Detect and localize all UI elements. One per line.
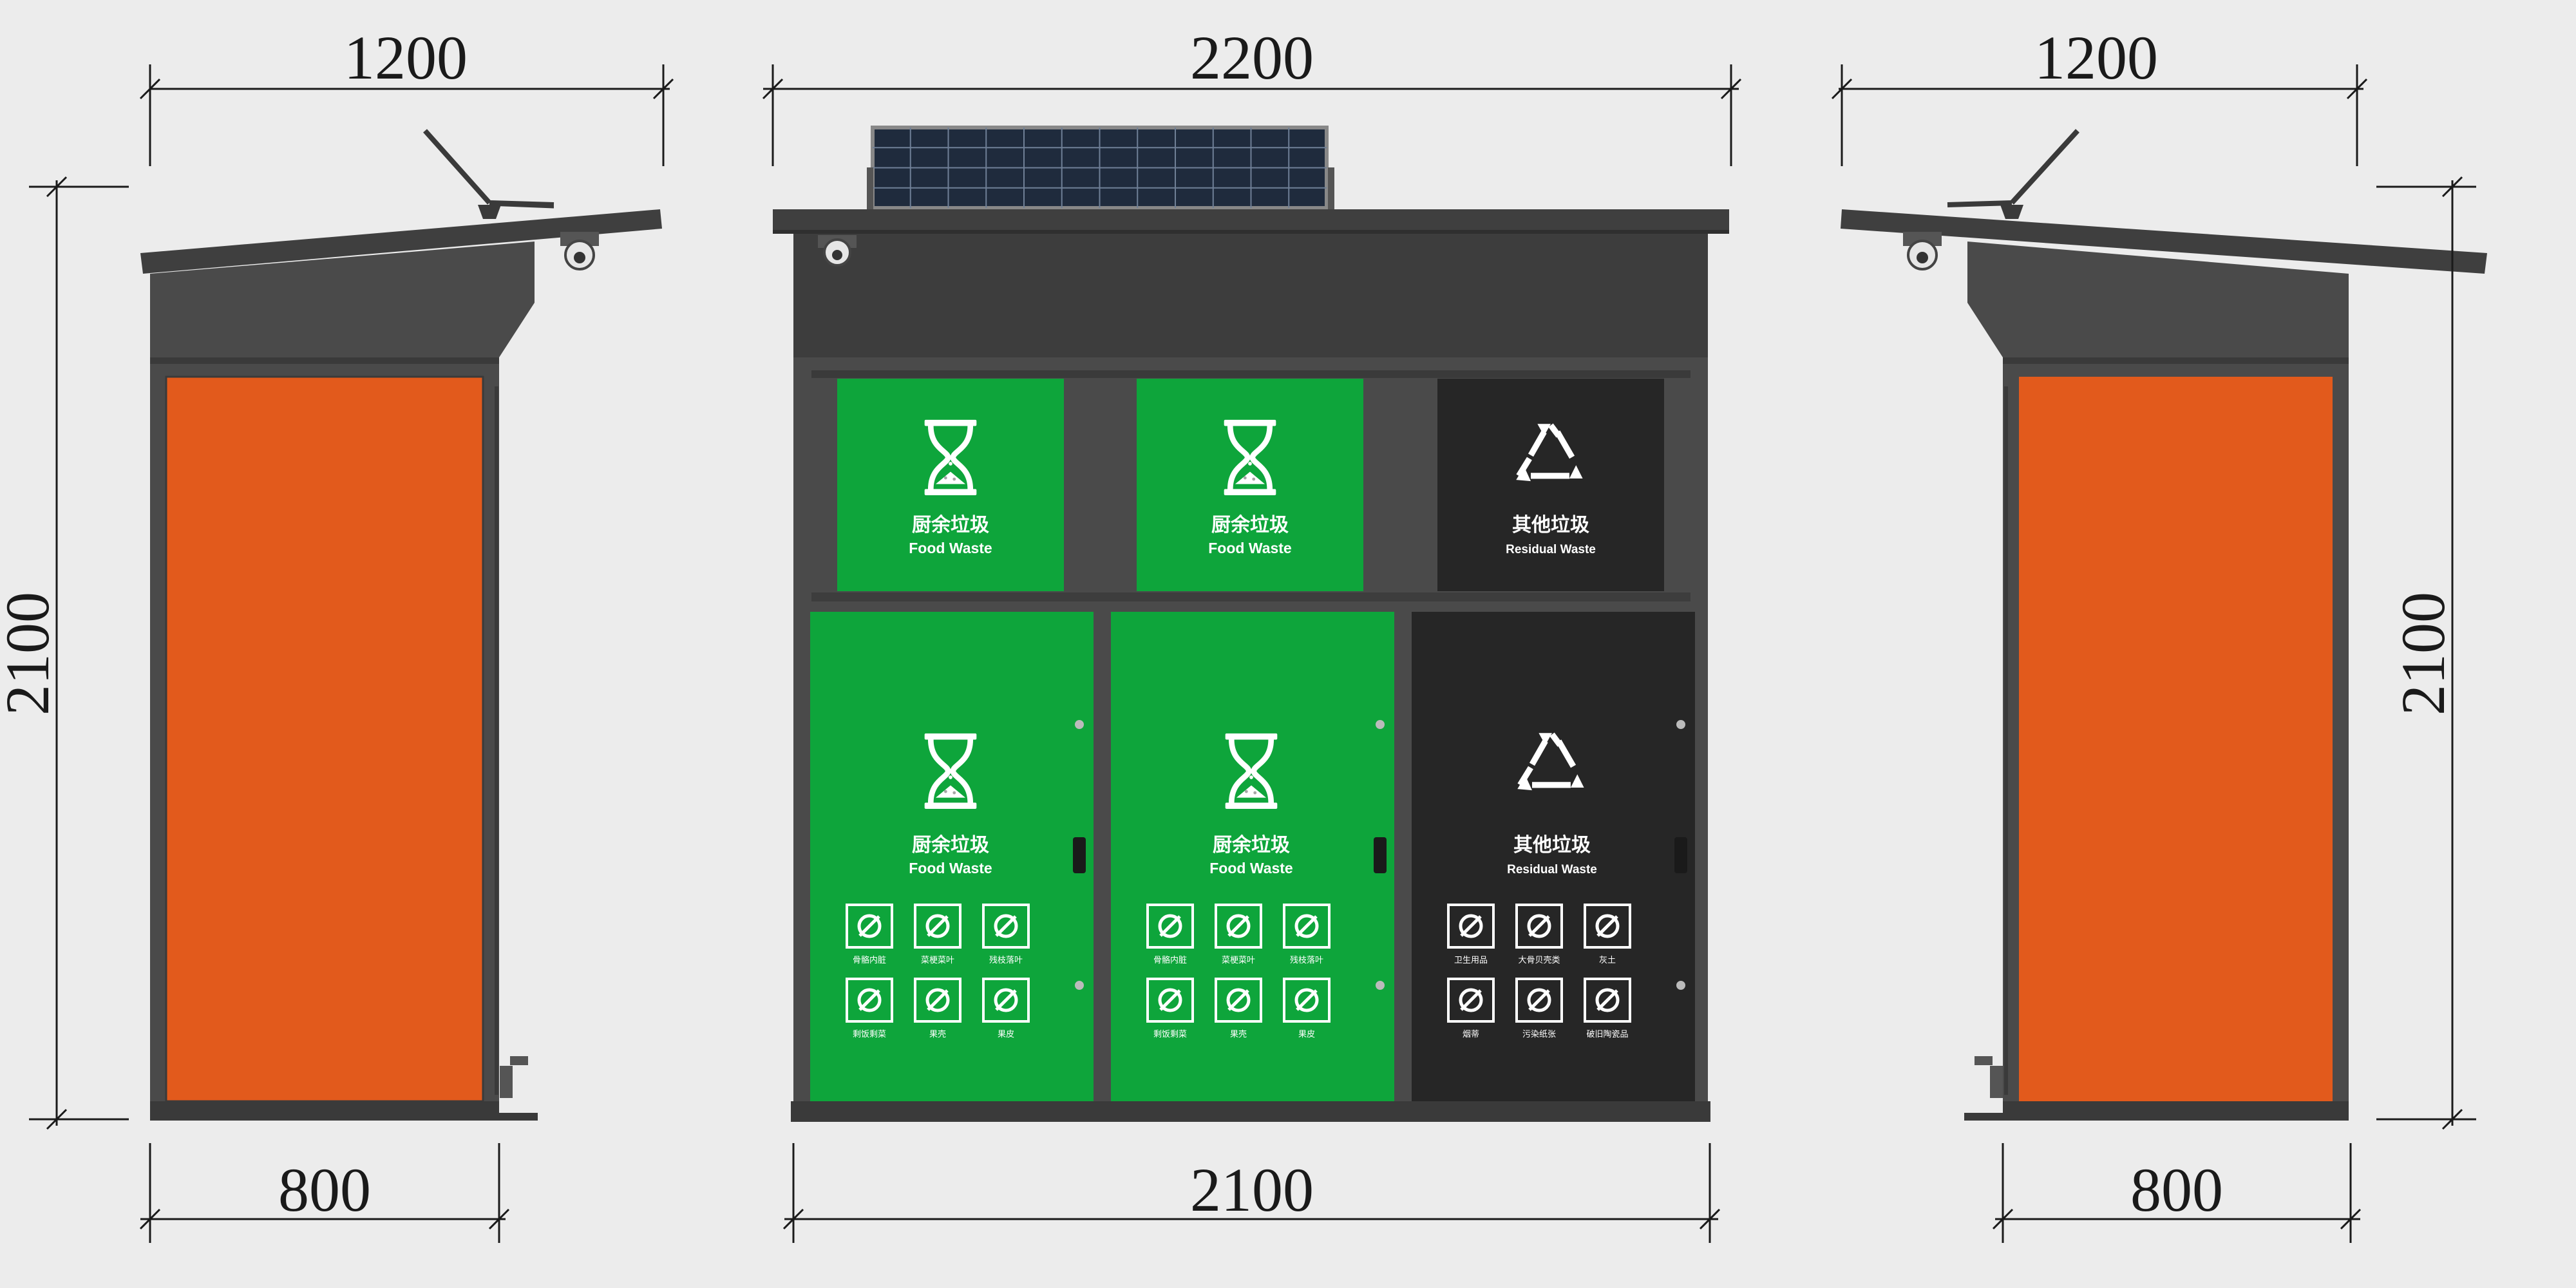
dim-front-base-width: 2100 [1190, 1155, 1314, 1224]
category-caption: 污染纸张 [1522, 1030, 1556, 1039]
bin-label-cn: 厨余垃圾 [1213, 834, 1290, 857]
soiled-paper-icon [1515, 978, 1563, 1023]
nut-shell-icon [914, 978, 961, 1023]
category-caption: 剩饭剩菜 [1153, 1030, 1187, 1039]
category-caption: 菜梗菜叶 [921, 956, 954, 965]
right-side-elevation [1841, 129, 2487, 1121]
category-caption: 果壳 [929, 1030, 946, 1039]
category-caption: 灰土 [1599, 956, 1616, 965]
dim-front-width: 2200 [1190, 23, 1314, 92]
dim-left-width: 1200 [344, 23, 468, 92]
category-caption: 卫生用品 [1454, 956, 1488, 965]
bin-label-en: Residual Waste [1506, 543, 1596, 556]
bin-label-en: Food Waste [1209, 860, 1293, 876]
door-handle[interactable] [1674, 837, 1687, 873]
vegetable-leaf-icon [914, 904, 961, 949]
category-caption: 果壳 [1230, 1030, 1247, 1039]
category-caption: 大骨贝壳类 [1518, 956, 1560, 965]
fruit-peel-icon [1283, 978, 1331, 1023]
bin-label-cn: 其他垃圾 [1513, 834, 1591, 857]
dim-right-height: 2100 [2389, 592, 2458, 715]
sanitary-product-icon [1447, 904, 1495, 949]
category-caption: 残枝落叶 [989, 956, 1023, 965]
category-caption: 破旧陶瓷品 [1586, 1029, 1628, 1039]
dimension-annotations [29, 64, 2476, 1243]
bin-label-en: Food Waste [1208, 540, 1291, 556]
dimension-labels: 1200 2100 800 2200 2100 1200 2100 800 [0, 23, 2458, 1224]
vegetable-leaf-icon [1215, 904, 1262, 949]
bin-label-en: Food Waste [909, 860, 992, 876]
cigarette-icon [1447, 978, 1495, 1023]
potted-plant-icon [982, 904, 1030, 949]
fish-bone-icon [1146, 904, 1194, 949]
upper-food-waste-bin-2[interactable]: 厨余垃圾 Food Waste [1137, 379, 1363, 591]
front-elevation: 厨余垃圾 Food Waste 厨余垃圾 Food Waste 其他垃圾 Residual… [773, 126, 1729, 1122]
category-caption: 残枝落叶 [1290, 956, 1323, 965]
category-caption: 骨骼内脏 [1153, 955, 1187, 965]
left-side-panel [166, 377, 483, 1101]
bin-label-cn: 厨余垃圾 [912, 514, 989, 536]
dim-left-height: 2100 [0, 592, 62, 715]
nut-shell-icon [1215, 978, 1262, 1023]
category-caption: 剩饭剩菜 [853, 1030, 886, 1039]
potted-plant-icon [1283, 904, 1331, 949]
bone-icon [1515, 904, 1563, 949]
bin-label-en: Residual Waste [1507, 863, 1597, 876]
food-bowl-icon [846, 978, 893, 1023]
solar-panel [867, 126, 1334, 210]
bin-label-cn: 其他垃圾 [1512, 514, 1589, 536]
right-side-panel [2019, 377, 2333, 1101]
fish-bone-icon [846, 904, 893, 949]
door-handle[interactable] [1073, 837, 1086, 873]
upper-food-waste-bin-1[interactable]: 厨余垃圾 Food Waste [837, 379, 1064, 591]
dim-right-width: 1200 [2034, 23, 2158, 92]
upper-residual-waste-bin[interactable]: 其他垃圾 Residual Waste [1437, 379, 1664, 591]
left-side-elevation [140, 129, 662, 1121]
category-caption: 果皮 [998, 1030, 1014, 1039]
food-bowl-icon [1146, 978, 1194, 1023]
bin-label-en: Food Waste [909, 540, 992, 556]
bin-label-cn: 厨余垃圾 [912, 834, 989, 857]
broom-icon [1584, 904, 1631, 949]
category-caption: 果皮 [1298, 1030, 1315, 1039]
fruit-peel-icon [982, 978, 1030, 1023]
bin-label-cn: 厨余垃圾 [1211, 514, 1289, 536]
door-handle[interactable] [1374, 837, 1387, 873]
category-caption: 烟蒂 [1463, 1030, 1479, 1039]
broken-ceramic-icon [1584, 978, 1631, 1023]
dim-left-depth: 800 [278, 1155, 371, 1224]
category-caption: 菜梗菜叶 [1222, 956, 1255, 965]
dim-right-depth: 800 [2130, 1155, 2223, 1224]
category-caption: 骨骼内脏 [853, 955, 886, 965]
